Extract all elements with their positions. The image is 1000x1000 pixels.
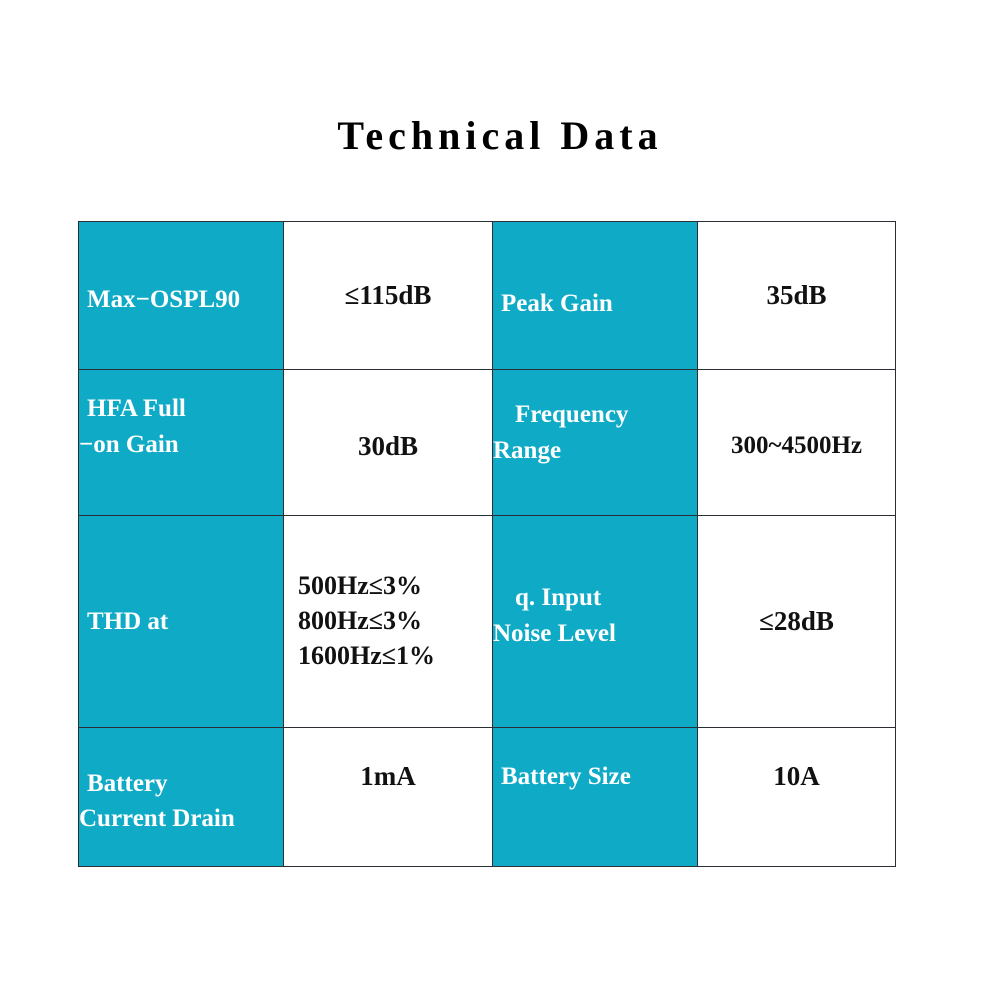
spec-label-text: Peak Gain bbox=[501, 289, 613, 317]
spec-label-text: Max−OSPL90 bbox=[87, 285, 241, 313]
spec-value-battery-size: 10A bbox=[697, 727, 896, 867]
spec-label-hfa-full-on-gain: HFA Full −on Gain bbox=[78, 369, 284, 516]
spec-value-text: 500Hz≤3% 800Hz≤3% 1600Hz≤1% bbox=[298, 571, 436, 670]
spec-label-text: HFA Full −on Gain bbox=[79, 395, 186, 458]
spec-label-text: Frequency Range bbox=[493, 401, 629, 464]
page-title: Technical Data bbox=[337, 113, 663, 158]
spec-value-text: 30dB bbox=[357, 430, 419, 461]
spec-label-thd-at: THD at bbox=[78, 515, 284, 728]
spec-value-max-ospl90: ≤115dB bbox=[283, 221, 493, 370]
spec-label-text: Battery Size bbox=[501, 763, 631, 791]
table-row: Max−OSPL90 ≤115dB Peak Gain 35dB bbox=[78, 221, 896, 370]
spec-value-text: 35dB bbox=[766, 279, 827, 310]
spec-label-text: q. Input Noise Level bbox=[493, 584, 616, 647]
spec-value-text: 1mA bbox=[360, 761, 416, 792]
spec-label-max-ospl90: Max−OSPL90 bbox=[78, 221, 284, 370]
spec-label-battery-current-drain: Battery Current Drain bbox=[78, 727, 284, 867]
spec-value-hfa-full-on-gain: 30dB bbox=[283, 369, 493, 516]
spec-value-text: ≤115dB bbox=[344, 279, 432, 310]
technical-data-table: Max−OSPL90 ≤115dB Peak Gain 35dB HFA Ful… bbox=[78, 221, 896, 867]
spec-label-frequency-range: Frequency Range bbox=[492, 369, 698, 516]
spec-value-frequency-range: 300~4500Hz bbox=[697, 369, 896, 516]
table-row: THD at 500Hz≤3% 800Hz≤3% 1600Hz≤1% q. In… bbox=[78, 515, 896, 728]
spec-value-text: ≤28dB bbox=[759, 605, 834, 636]
table-row: Battery Current Drain 1mA Battery Size 1… bbox=[78, 727, 896, 867]
spec-label-peak-gain: Peak Gain bbox=[492, 221, 698, 370]
spec-value-text: 10A bbox=[773, 761, 820, 792]
table-row: HFA Full −on Gain 30dB Frequency Range 3… bbox=[78, 369, 896, 516]
spec-label-input-noise-level: q. Input Noise Level bbox=[492, 515, 698, 728]
spec-value-battery-current-drain: 1mA bbox=[283, 727, 493, 867]
spec-label-text: Battery Current Drain bbox=[79, 769, 235, 833]
spec-value-thd-at: 500Hz≤3% 800Hz≤3% 1600Hz≤1% bbox=[283, 515, 493, 728]
spec-label-battery-size: Battery Size bbox=[492, 727, 698, 867]
spec-value-peak-gain: 35dB bbox=[697, 221, 896, 370]
spec-value-input-noise-level: ≤28dB bbox=[697, 515, 896, 728]
spec-value-text: 300~4500Hz bbox=[730, 432, 863, 460]
spec-label-text: THD at bbox=[87, 607, 169, 635]
